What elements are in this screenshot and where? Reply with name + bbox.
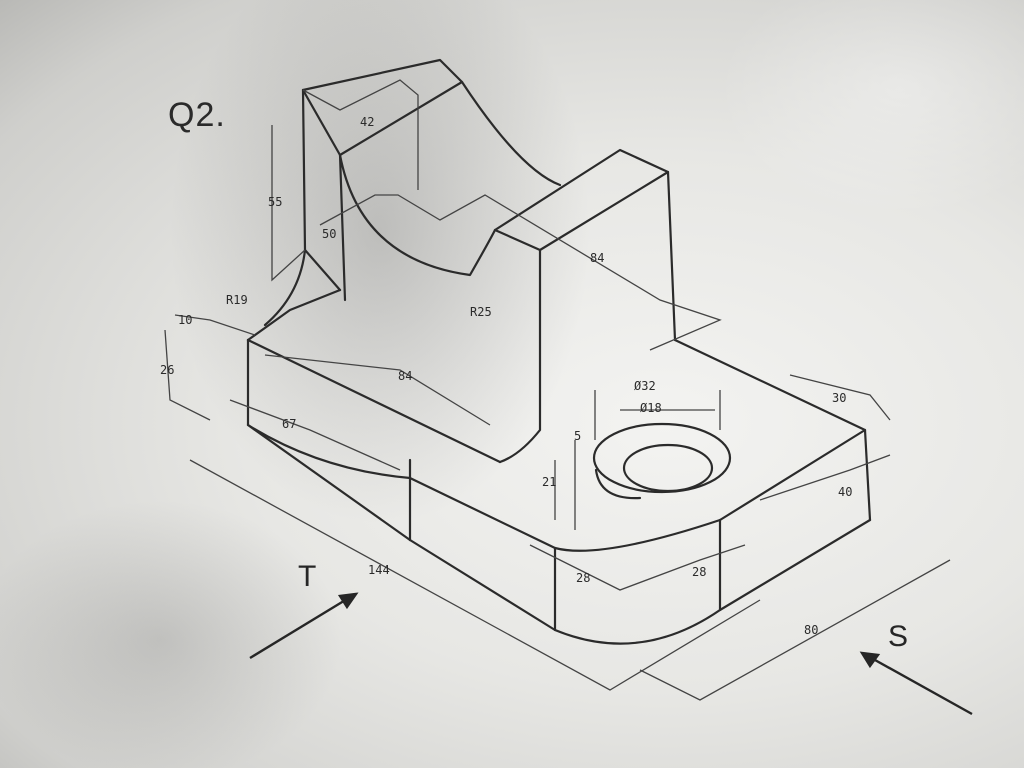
dimension-labels: 42 55 50 84 R19 10 26 R25 84 67 Ø32 Ø18 … [160,115,852,637]
dim-28-right: 28 [692,565,706,579]
dim-30: 30 [832,391,846,405]
dim-55: 55 [268,195,282,209]
object-outline [246,58,872,645]
dim-84-mid: 84 [398,369,412,383]
dim-26: 26 [160,363,174,377]
dim-r25: R25 [470,305,492,319]
dim-40: 40 [838,485,852,499]
dim-144: 144 [368,563,390,577]
dim-80: 80 [804,623,818,637]
view-label-t: T [298,560,317,593]
dim-10: 10 [178,313,192,327]
question-number: Q2. [168,96,226,134]
dim-28-left: 28 [576,571,590,585]
view-label-s: S [888,620,909,653]
dim-84-top: 84 [590,251,604,265]
dim-dia-18: Ø18 [640,401,662,415]
dim-5: 5 [574,429,581,443]
dim-r19: R19 [226,293,248,307]
dim-67: 67 [282,417,296,431]
dim-50: 50 [322,227,336,241]
dimension-lines [164,79,951,701]
view-arrows [249,592,973,716]
dim-dia-32: Ø32 [634,379,656,393]
dim-21: 21 [542,475,556,489]
dim-42: 42 [360,115,374,129]
